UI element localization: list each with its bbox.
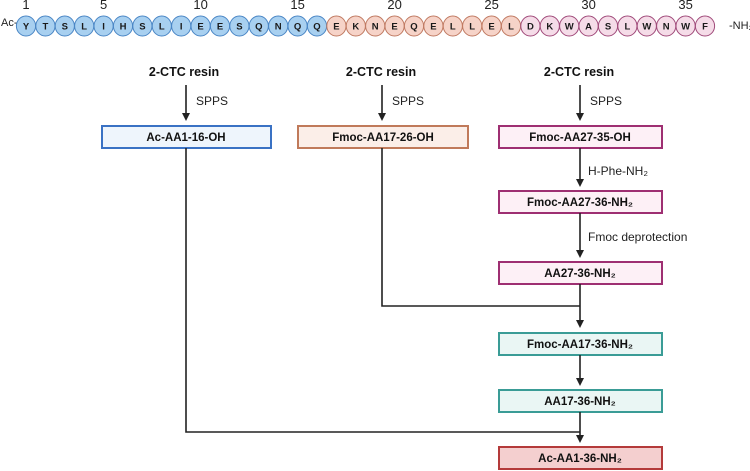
residue-letter: S — [605, 21, 611, 32]
connector-aa17-26 — [381, 148, 580, 307]
residue-letter: L — [450, 21, 456, 32]
residue-letter: N — [372, 21, 379, 32]
position-marker: 5 — [100, 0, 107, 12]
residue-letter: Q — [313, 21, 320, 32]
box-label-ac-aa1-36: Ac-AA1-36-NH₂ — [538, 453, 622, 465]
residue-letter: Q — [410, 21, 417, 32]
box-label-aa27-36: AA27-36-NH₂ — [544, 268, 616, 280]
residue-letter: L — [81, 21, 87, 32]
residue-letter: Y — [23, 21, 30, 32]
residue-letter: W — [565, 21, 574, 32]
step-label-deprotection: Fmoc deprotection — [588, 230, 687, 244]
step-label-phe: H-Phe-NH₂ — [588, 164, 648, 178]
position-marker: 15 — [290, 0, 304, 12]
residue-letter: I — [102, 21, 105, 32]
residue-letter: E — [430, 21, 436, 32]
residue-letter: K — [546, 21, 553, 32]
residue-letter: D — [527, 21, 534, 32]
residue-letter: Q — [294, 21, 301, 32]
residue-letter: L — [159, 21, 165, 32]
box-ac-aa1-36: Ac-AA1-36-NH₂ — [498, 446, 663, 470]
box-fmoc-aa27-35: Fmoc-AA27-35-OH — [498, 125, 663, 149]
residue-letter: E — [333, 21, 339, 32]
position-marker: 1 — [22, 0, 29, 12]
n-terminus-label: Ac- — [1, 17, 18, 29]
position-marker: 10 — [193, 0, 207, 12]
residue-letter: S — [139, 21, 145, 32]
residue-letter: S — [236, 21, 242, 32]
residue-letter: N — [663, 21, 670, 32]
residue-letter: H — [120, 21, 127, 32]
resin-label-col1: 2-CTC resin — [149, 65, 219, 79]
residue-letter: F — [702, 21, 708, 32]
residue-letter: E — [217, 21, 223, 32]
resin-label-col3: 2-CTC resin — [544, 65, 614, 79]
box-label-aa17-36: AA17-36-NH₂ — [544, 396, 616, 408]
box-label-fmoc-aa27-36: Fmoc-AA27-36-NH₂ — [527, 197, 633, 209]
residue-letter: L — [469, 21, 475, 32]
residue-letter: N — [275, 21, 282, 32]
connector-aa1-16 — [185, 148, 580, 433]
position-marker: 35 — [678, 0, 692, 12]
box-fmoc-aa27-36: Fmoc-AA27-36-NH₂ — [498, 190, 663, 214]
box-ac-aa1-16: Ac-AA1-16-OH — [101, 125, 272, 149]
box-aa27-36: AA27-36-NH₂ — [498, 261, 663, 285]
residue-letter: Q — [255, 21, 262, 32]
resin-label-col2: 2-CTC resin — [346, 65, 416, 79]
residue-letter: L — [624, 21, 630, 32]
residue-bead — [694, 15, 716, 37]
position-marker: 25 — [484, 0, 498, 12]
box-fmoc-aa17-26: Fmoc-AA17-26-OH — [297, 125, 469, 149]
box-label-ac-aa1-16: Ac-AA1-16-OH — [146, 132, 225, 144]
residue-letter: W — [681, 21, 690, 32]
position-marker: 20 — [387, 0, 401, 12]
step-label-col3: SPPS — [590, 94, 622, 108]
residue-letter: T — [42, 21, 48, 32]
box-label-fmoc-aa17-26: Fmoc-AA17-26-OH — [332, 132, 434, 144]
step-label-col2: SPPS — [392, 94, 424, 108]
step-label-col1: SPPS — [196, 94, 228, 108]
residue-letter: I — [180, 21, 183, 32]
residue-letter: W — [642, 21, 651, 32]
residue-letter: A — [585, 21, 592, 32]
residue-letter: K — [352, 21, 359, 32]
box-label-fmoc-aa27-35: Fmoc-AA27-35-OH — [529, 132, 631, 144]
box-fmoc-aa17-36: Fmoc-AA17-36-NH₂ — [498, 332, 663, 356]
residue-letter: L — [508, 21, 514, 32]
box-aa17-36: AA17-36-NH₂ — [498, 389, 663, 413]
box-label-fmoc-aa17-36: Fmoc-AA17-36-NH₂ — [527, 339, 633, 351]
residue-letter: E — [488, 21, 494, 32]
c-terminus-label: -NH₂ — [729, 20, 750, 32]
position-marker: 30 — [581, 0, 595, 12]
residue-letter: E — [391, 21, 397, 32]
residue-letter: E — [197, 21, 203, 32]
residue-letter: S — [62, 21, 68, 32]
